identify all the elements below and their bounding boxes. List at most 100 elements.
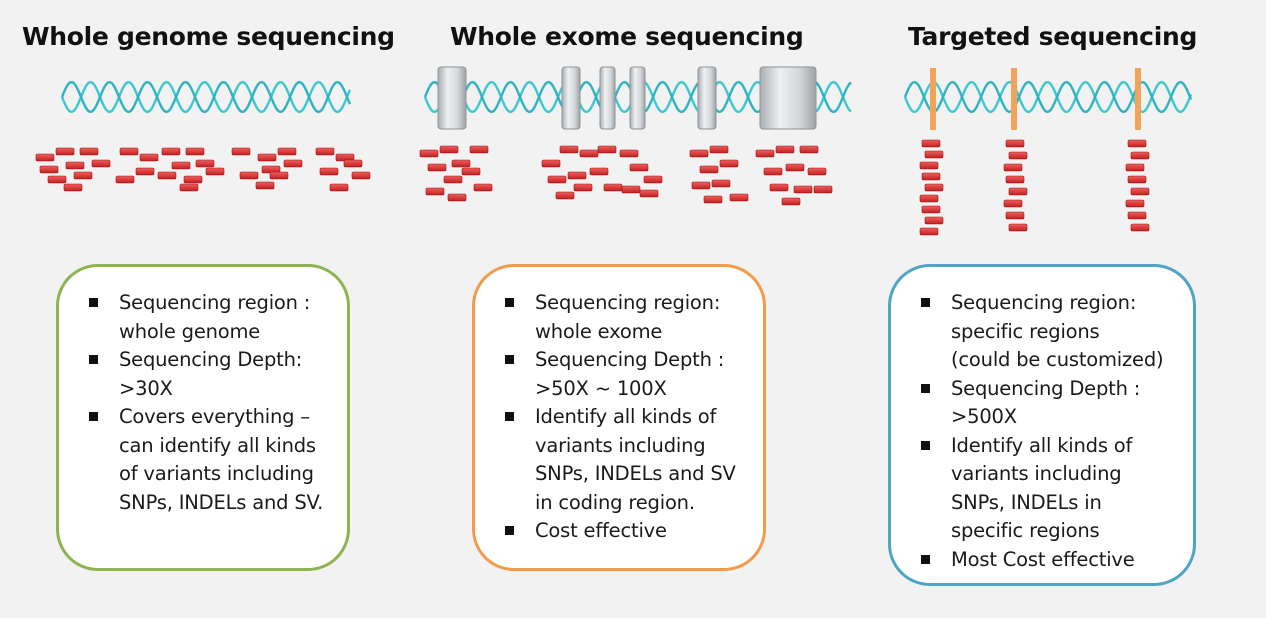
sequencing-read xyxy=(629,163,649,172)
sequencing-read xyxy=(439,145,459,154)
bullet-text-line: SNPs, INDELs and SV. xyxy=(119,490,324,514)
sequencing-read xyxy=(781,197,801,206)
sequencing-read xyxy=(1005,175,1025,184)
bullet-text-line: >50X ~ 100X xyxy=(535,376,667,400)
sequencing-read xyxy=(1125,163,1145,172)
bullet-text-line: >30X xyxy=(119,376,173,400)
sequencing-read xyxy=(419,149,439,158)
bullet-item: Covers everything –can identify all kind… xyxy=(85,403,329,517)
sequencing-read xyxy=(621,185,641,194)
sequencing-read xyxy=(255,181,275,190)
sequencing-read xyxy=(579,149,599,158)
bullet-text-line: Identify all kinds of xyxy=(535,405,717,428)
sequencing-read xyxy=(603,183,623,192)
sequencing-read xyxy=(711,179,731,188)
dna-helix-targeted xyxy=(903,80,1193,114)
sequencing-read xyxy=(639,189,659,198)
bullet-text-line: whole genome xyxy=(119,319,261,343)
square-bullet-icon xyxy=(89,355,98,364)
bullet-text-line: Cost effective xyxy=(535,519,667,542)
bullet-item: Sequencing Depth:>30X xyxy=(85,346,329,403)
title-whole-exome: Whole exome sequencing xyxy=(450,22,804,51)
bullet-item: Sequencing Depth :>50X ~ 100X xyxy=(501,346,745,403)
sequencing-read xyxy=(451,159,471,168)
sequencing-read xyxy=(135,167,155,176)
sequencing-read xyxy=(91,159,111,168)
sequencing-read xyxy=(691,181,711,190)
square-bullet-icon xyxy=(921,554,930,564)
bullet-text-line: Most Cost effective xyxy=(951,547,1135,571)
sequencing-read xyxy=(277,147,297,156)
sequencing-read xyxy=(924,216,944,225)
sequencing-read xyxy=(597,145,617,154)
sequencing-read xyxy=(1127,175,1147,184)
sequencing-read xyxy=(729,193,749,202)
sequencing-read xyxy=(719,159,739,168)
title-targeted: Targeted sequencing xyxy=(908,22,1198,51)
square-bullet-icon xyxy=(505,526,514,535)
bullet-item: Sequencing region:whole exome xyxy=(501,289,745,346)
sequencing-read xyxy=(573,183,593,192)
bullet-item: Most Cost effective xyxy=(917,546,1175,575)
sequencing-read xyxy=(921,139,941,148)
sequencing-read xyxy=(813,185,833,194)
sequencing-read xyxy=(1008,187,1028,196)
sequencing-read xyxy=(709,145,729,154)
sequencing-read xyxy=(469,145,489,154)
sequencing-read xyxy=(793,185,813,194)
sequencing-read xyxy=(555,191,575,200)
bullet-text-line: (could be customized) xyxy=(951,348,1164,371)
sequencing-read xyxy=(319,167,339,176)
sequencing-read xyxy=(257,153,277,162)
sequencing-read xyxy=(807,167,827,176)
exon-cylinder xyxy=(759,66,817,130)
sequencing-read xyxy=(1127,211,1147,220)
exon-cylinder xyxy=(561,66,581,130)
square-bullet-icon xyxy=(921,440,930,450)
sequencing-read xyxy=(231,147,251,156)
dna-helix-genome xyxy=(60,80,352,114)
sequencing-read xyxy=(763,167,783,176)
sequencing-read xyxy=(799,145,819,154)
sequencing-read xyxy=(643,175,663,184)
bullet-item: Sequencing region : whole genome xyxy=(85,289,329,346)
sequencing-read xyxy=(619,149,639,158)
sequencing-read xyxy=(239,171,259,180)
sequencing-read xyxy=(1003,199,1023,208)
sequencing-read xyxy=(351,171,371,180)
bullet-text-line: Sequencing region : xyxy=(119,291,311,314)
sequencing-read xyxy=(567,171,587,180)
sequencing-read xyxy=(425,187,445,196)
sequencing-read xyxy=(47,175,67,184)
sequencing-read xyxy=(283,159,303,168)
dna-helix-targeted xyxy=(903,80,1193,114)
bullet-text-line: >500X xyxy=(951,405,1017,428)
sequencing-read xyxy=(65,161,85,170)
sequencing-read xyxy=(1005,211,1025,220)
square-bullet-icon xyxy=(505,298,514,307)
bullet-item: Sequencing region:specific regions(could… xyxy=(917,289,1175,375)
sequencing-read xyxy=(1125,199,1145,208)
bullet-text-line: specific regions xyxy=(951,319,1100,343)
sequencing-read xyxy=(183,175,203,184)
sequencing-read xyxy=(195,159,215,168)
targeted-info-box: Sequencing region:specific regions(could… xyxy=(888,264,1196,586)
title-whole-genome: Whole genome sequencing xyxy=(22,22,395,51)
sequencing-read xyxy=(443,175,463,184)
sequencing-read xyxy=(157,171,177,180)
sequencing-read xyxy=(919,227,939,236)
sequencing-read xyxy=(703,195,723,204)
sequencing-read xyxy=(755,149,775,158)
sequencing-read xyxy=(919,161,939,170)
bullet-text-line: of variants including xyxy=(119,462,314,485)
square-bullet-icon xyxy=(921,298,930,307)
sequencing-read xyxy=(1008,223,1028,232)
dna-helix-genome xyxy=(60,80,352,114)
bullet-text-line: variants including xyxy=(951,462,1122,485)
sequencing-read xyxy=(769,183,789,192)
